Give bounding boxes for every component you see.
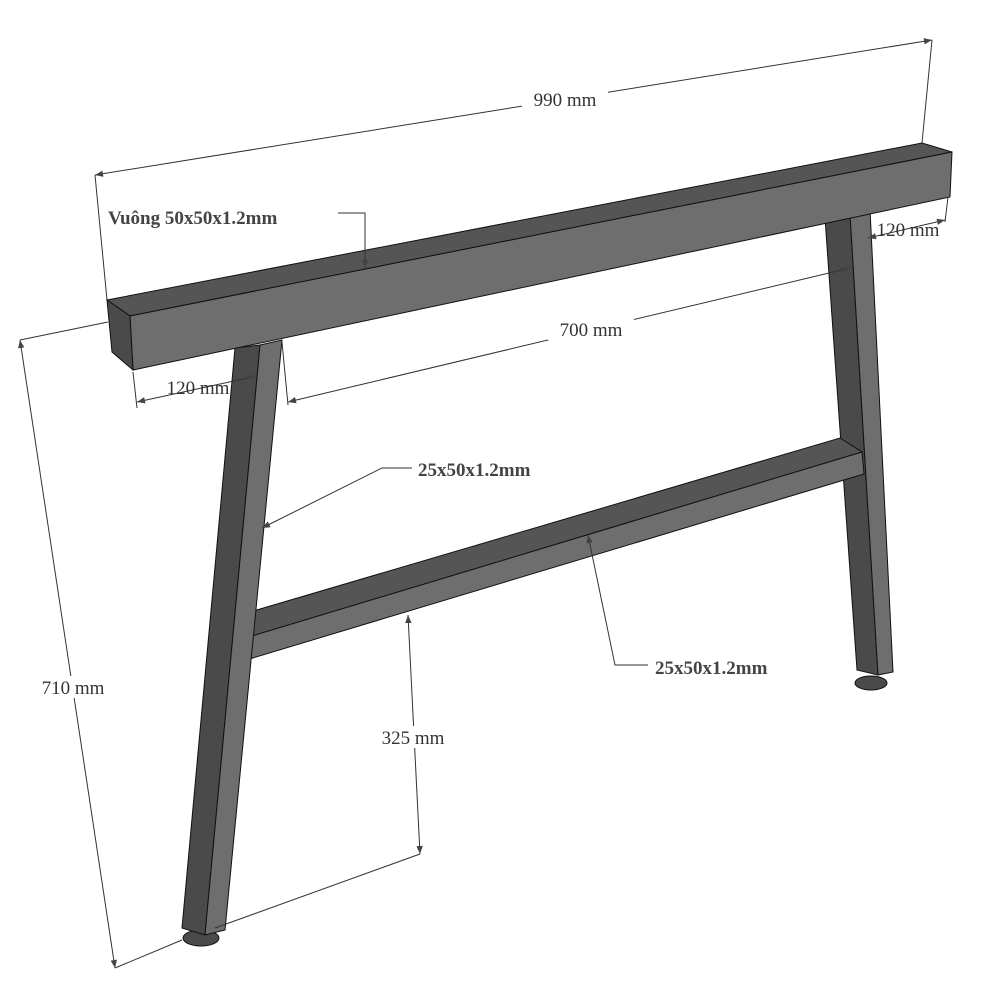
dim-990-label: 990 mm [534, 90, 597, 111]
dimension-120-left [132, 371, 258, 409]
dim-120-right-label: 120 mm [877, 220, 940, 241]
left-leg [181, 339, 283, 936]
dimension-700 [281, 266, 851, 406]
dimension-120-right [867, 196, 949, 240]
dim-325-label: 325 mm [382, 728, 445, 749]
dimension-710 [18, 321, 183, 969]
leader-crossbar [586, 534, 648, 666]
right-foot [854, 675, 888, 691]
dim-710-label: 710 mm [42, 678, 105, 699]
dim-120-left-label: 120 mm [167, 378, 230, 399]
dim-700-label: 700 mm [560, 320, 623, 341]
leader-leg [261, 467, 412, 529]
dimension-990 [94, 38, 933, 301]
top-beam-label: Vuông 50x50x1.2mm [108, 208, 277, 229]
dimension-325 [214, 614, 456, 929]
crossbar [245, 437, 865, 661]
crossbar-profile-label: 25x50x1.2mm [655, 658, 768, 679]
leg-profile-label: 25x50x1.2mm [418, 460, 531, 481]
top-beam [105, 142, 953, 372]
leader-top-beam [338, 212, 369, 268]
